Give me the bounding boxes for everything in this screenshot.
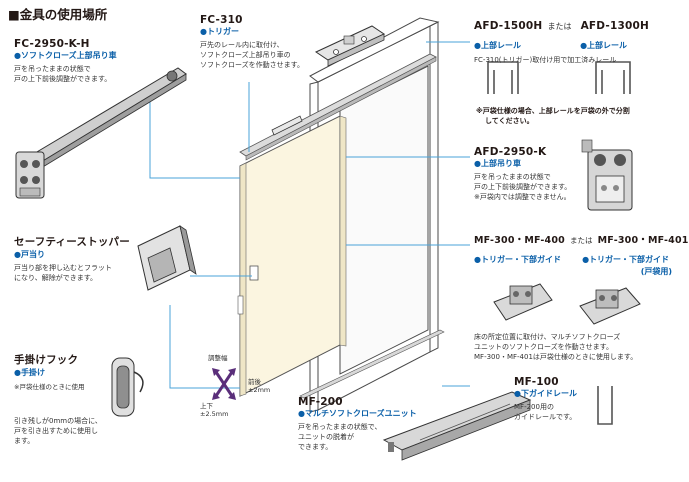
afd2950-block: AFD-2950-K ●上部吊り車 戸を吊ったままの状態で 戸の上下前後調整がで…: [474, 146, 571, 202]
hook-desc-1: 引き残しが0mmの場合に、: [14, 417, 102, 425]
fc310-name: FC-310: [200, 14, 243, 26]
fc310-desc-2: ソフトクローズ上部吊り車の: [200, 51, 291, 59]
fc2950-desc-2: 戸の上下前後調整ができます。: [14, 75, 112, 83]
leader-lines: [149, 41, 470, 389]
hand-hook-slot: [237, 295, 244, 315]
trigger-in-rail: [271, 115, 303, 136]
mf300-desc-3: MF-300・MF-401は戸袋仕様のときに使用します。: [474, 353, 638, 361]
fc2950-name: FC-2950-K-H: [14, 38, 90, 50]
mf200-block: MF-200 ●マルチソフトクローズユニット 戸を吊ったままの状態で、 ユニット…: [298, 396, 417, 452]
adjust-updown-2: ±2.5mm: [200, 410, 229, 418]
mf100-desc-2: ガイドレールです。: [514, 413, 577, 421]
mf100-name: MF-100: [514, 376, 559, 388]
mf300-name-a: MF-300・MF-400: [474, 235, 565, 246]
hand-hook-part-image: [111, 357, 144, 417]
mf100-profile-image: [597, 386, 613, 425]
afd2950-desc-3: ※戸袋内では調整できません。: [474, 193, 571, 201]
safety-desc-2: になり、解除ができます。: [14, 274, 98, 282]
hook-name: 手掛けフック: [14, 354, 79, 366]
mf200-name: MF-200: [298, 396, 343, 408]
fc310-desc-3: ソフトクローズを作動させます。: [200, 61, 304, 69]
hook-desc-2: 戸を引き出すために使用し: [14, 427, 98, 435]
upper-rail: [239, 53, 437, 161]
afd2950-part-image: [581, 139, 633, 211]
mf300-name-b: MF-300・MF-401: [597, 235, 689, 246]
afd-note-block: ※戸袋仕様の場合、上部レールを戸袋の外で分割 してください。: [476, 106, 630, 126]
afd-name-b: AFD-1300H: [580, 20, 649, 32]
mf300-sub-b: ●トリガー・下部ガイド: [582, 255, 670, 264]
afd2950-sub: ●上部吊り車: [474, 159, 521, 168]
safety-stopper-part-image: [137, 225, 197, 291]
mf100-block: MF-100 ●下ガイドレール MF-200用の ガイドレールです。: [514, 376, 577, 422]
afd-block: AFD-1500H または AFD-1300H ●上部レール ●上部レール FC…: [474, 14, 680, 65]
afd-joiner: または: [547, 22, 572, 31]
afd-note-1: ※戸袋仕様の場合、上部レールを戸袋の外で分割: [476, 107, 630, 115]
mf100-sub: ●下ガイドレール: [514, 389, 577, 398]
mf300-part-image: [493, 283, 553, 321]
hook-note: ※戸袋仕様のときに使用: [14, 383, 85, 391]
door-panel: [237, 115, 347, 397]
safety-block: セーフティーストッパー ●戸当り 戸当り部を押し込むとフラット になり、解除がで…: [14, 234, 130, 283]
fc2950-sub: ●ソフトクローズ上部吊り車: [14, 51, 117, 60]
fc310-block: FC-310 ●トリガー 戸先のレール内に取付け、 ソフトクローズ上部吊り車の …: [200, 14, 304, 70]
afd-sub-a: ●上部レール: [474, 41, 521, 50]
mf200-desc-2: ユニットの脱着が: [298, 433, 354, 441]
adjust-updown-1: 上下: [200, 402, 213, 410]
fc2950-desc-1: 戸を吊ったままの状態で: [14, 65, 91, 73]
adjust-frontback-2: ±2mm: [248, 386, 271, 394]
adjust-frontback: 前後 ±2mm: [248, 376, 270, 394]
mf300-desc-1: 床の所定位置に取付け、マルチソフトクローズ: [474, 333, 621, 341]
mf300-block: MF-300・MF-400 または MF-300・MF-401 ●トリガー・下部…: [474, 228, 688, 277]
mf300-joiner: または: [570, 236, 593, 245]
door-stopper-recess: [249, 265, 259, 281]
hook-sub: ●手掛け: [14, 368, 45, 377]
fc310-desc-1: 戸先のレール内に取付け、: [200, 41, 284, 49]
fc310-sub: ●トリガー: [200, 27, 239, 36]
mf100-desc-1: MF-200用の: [514, 403, 554, 411]
hook-desc-3: ます。: [14, 437, 35, 445]
page-title: ■金具の使用場所: [8, 7, 108, 22]
afd2950-name: AFD-2950-K: [474, 146, 547, 158]
afd-rail-profile-b: [595, 61, 631, 94]
mf200-desc-1: 戸を吊ったままの状態で、: [298, 423, 382, 431]
mf200-desc-3: できます。: [298, 443, 333, 451]
hook-desc-block: 引き残しが0mmの場合に、 戸を引き出すために使用し ます。: [14, 416, 102, 446]
fc310-part-image: [314, 25, 386, 67]
fc2950-block: FC-2950-K-H ●ソフトクローズ上部吊り車 戸を吊ったままの状態で 戸の…: [14, 38, 117, 84]
mf200-part-image: [382, 391, 532, 461]
afd-name-a: AFD-1500H: [474, 20, 543, 32]
mf401-part-image: [579, 287, 641, 325]
mf300-desc-2: ユニットのソフトクローズを作動させます。: [474, 343, 613, 351]
afd-sub-b: ●上部レール: [580, 41, 628, 50]
mf300-sub-a: ●トリガー・下部ガイド: [474, 255, 561, 264]
mf300-sub-b2: (戸袋用): [640, 267, 672, 276]
safety-sub: ●戸当り: [14, 250, 45, 259]
adjust-updown: 上下 ±2.5mm: [200, 400, 228, 418]
adjust-frontback-1: 前後: [248, 378, 261, 386]
mf200-sub: ●マルチソフトクローズユニット: [298, 409, 417, 418]
afd-rail-profile-a: [487, 61, 519, 94]
safety-name: セーフティーストッパー: [14, 236, 130, 248]
afd2950-desc-1: 戸を吊ったままの状態で: [474, 173, 551, 181]
floor-guide-rail: [299, 329, 445, 399]
afd-note-2: してください。: [485, 117, 534, 125]
afd2950-desc-2: 戸の上下前後調整ができます。: [474, 183, 572, 191]
hook-block: 手掛けフック ●手掛け ※戸袋仕様のときに使用: [14, 352, 84, 391]
afd-desc: FC-310(トリガー)取付け用で加工済みレール: [474, 56, 617, 64]
adjust-arrows: [212, 368, 236, 400]
mf300-desc-block: 床の所定位置に取付け、マルチソフトクローズ ユニットのソフトクローズを作動させま…: [474, 332, 637, 362]
safety-desc-1: 戸当り部を押し込むとフラット: [14, 264, 112, 272]
adjust-label: 調整幅: [208, 354, 228, 362]
fc2950-part-image: [15, 67, 187, 199]
